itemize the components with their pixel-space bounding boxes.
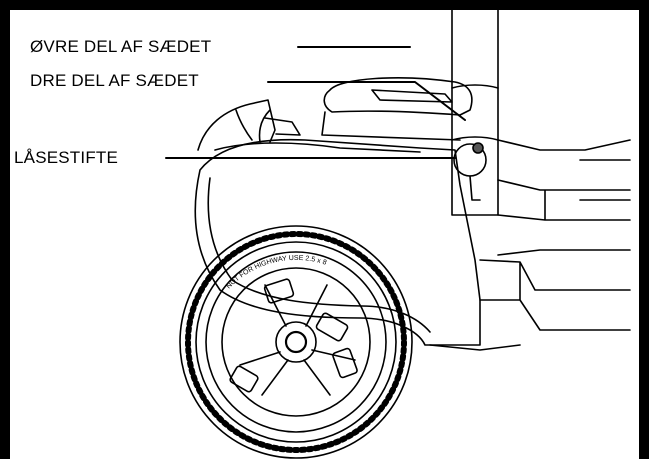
label-upper-seat: ØVRE DEL AF SÆDET bbox=[30, 37, 212, 57]
tire-outer bbox=[179, 225, 413, 459]
rear-cover bbox=[197, 99, 276, 151]
hub-outer bbox=[275, 321, 317, 363]
label-lock-pin: LÅSESTIFTE bbox=[14, 148, 119, 168]
leader-lower-seat bbox=[267, 81, 466, 121]
shroud-top-fold bbox=[214, 142, 421, 153]
frame-lower bbox=[479, 259, 631, 331]
shroud-ridge bbox=[258, 109, 271, 143]
spoke bbox=[239, 351, 289, 396]
hub-nut bbox=[284, 330, 308, 354]
lock-pin-knob bbox=[472, 142, 484, 154]
seat-post bbox=[451, 9, 499, 216]
spoke bbox=[264, 284, 328, 327]
label-lower-seat: DRE DEL AF SÆDET bbox=[30, 71, 199, 91]
rim-inner bbox=[221, 267, 371, 417]
rim-outer bbox=[205, 251, 387, 433]
seat-bracket bbox=[323, 77, 473, 116]
rear-shroud bbox=[194, 138, 481, 346]
tire-tread bbox=[185, 231, 407, 453]
tire-inner bbox=[195, 241, 397, 443]
frame-deck bbox=[497, 139, 631, 256]
spoke bbox=[303, 349, 356, 396]
